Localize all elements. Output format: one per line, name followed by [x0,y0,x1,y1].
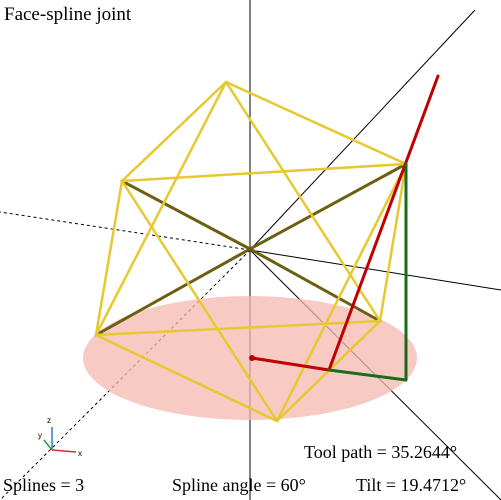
wire-edge [224,80,382,323]
wire-edge [94,80,228,337]
wireframe-back [94,162,408,337]
triad-x [51,449,77,453]
tool-path [249,74,440,372]
back-edge [248,162,408,251]
spline-angle-readout: Spline angle = 60° [172,475,306,495]
wire-edge [120,162,408,183]
y-axis-negative [0,211,251,251]
back-edge [248,247,382,323]
triad-y [43,439,53,451]
green-base [327,368,408,382]
tool-path-origin-dot [249,355,255,361]
tool-path-base [250,356,331,372]
back-edge [94,247,252,337]
tilt-readout: Tilt = 19.4712° [356,475,467,495]
triad-x-label: x [78,449,82,458]
tool-path-readout: Tool path = 35.2644° [304,442,458,462]
triad-y-label: y [38,431,42,440]
splines-readout: Splines = 3 [3,475,85,495]
tool-path-diagonal [327,74,440,372]
triad-z-label: z [47,416,51,425]
wire-edge [94,319,382,337]
viewer-title: Face-spline joint [4,4,132,25]
tool-green [327,162,408,382]
y-axis-positive [249,249,501,291]
wireframe-front [94,80,408,423]
x-axis-positive [249,9,476,251]
axis-triad-icon: z x y [38,416,82,458]
wire-edge [120,179,279,423]
wire-edge [275,162,408,423]
back-edge [120,179,252,251]
